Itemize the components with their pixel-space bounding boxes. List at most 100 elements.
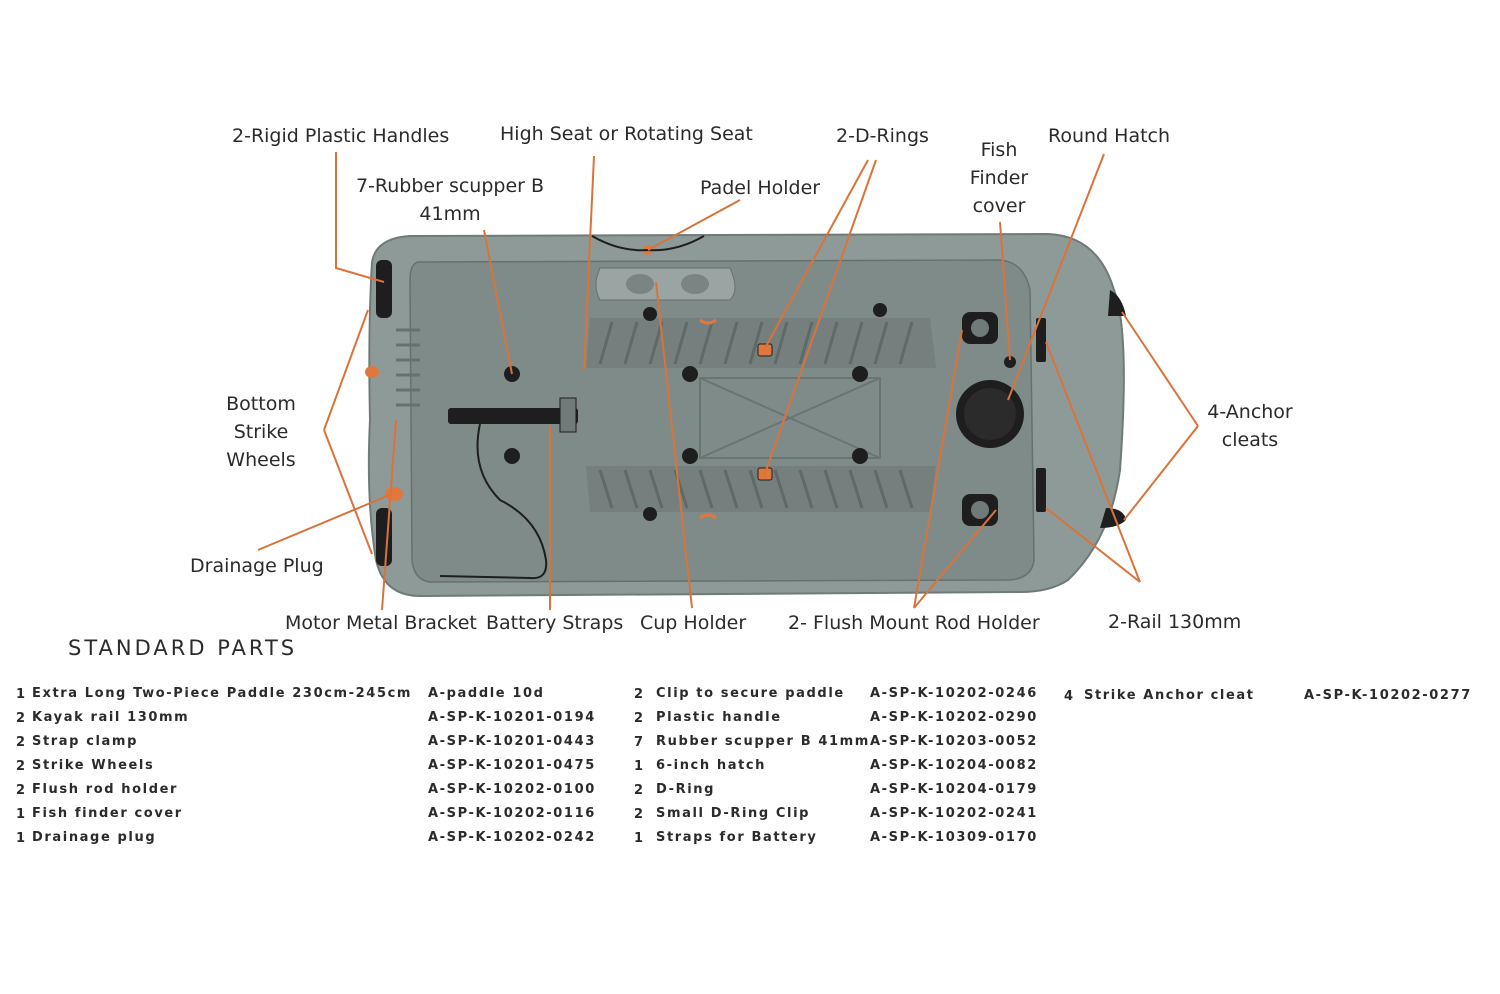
round-hatch-inner xyxy=(964,388,1016,440)
leader-rail-2 xyxy=(1045,507,1141,583)
part-qty: 7 xyxy=(634,735,645,750)
callout-hatch: Round Hatch xyxy=(1048,125,1171,147)
leader-cupholder xyxy=(655,281,693,609)
part-qty: 1 xyxy=(16,831,27,846)
upper-tread-lines xyxy=(598,321,914,365)
leader-dring-1 xyxy=(763,159,869,351)
part-row: 2 Strap clamp A-SP-K-10201-0443 xyxy=(16,730,616,754)
part-name: Flush rod holder xyxy=(32,782,179,797)
leader-rod-1 xyxy=(913,329,963,609)
part-name: Extra Long Two-Piece Paddle 230cm-245cm xyxy=(32,686,413,701)
seat-cup-left xyxy=(626,274,654,294)
leader-hatch xyxy=(1007,153,1105,401)
stern-plug xyxy=(365,366,379,378)
part-qty: 2 xyxy=(634,807,645,822)
part-name: Strap clamp xyxy=(32,734,138,749)
part-code: A-SP-K-10201-0475 xyxy=(428,758,596,773)
part-qty: 2 xyxy=(16,759,27,774)
callout-drings: 2-D-Rings xyxy=(836,125,929,147)
part-qty: 2 xyxy=(16,711,27,726)
leader-bracket xyxy=(381,419,397,611)
standard-parts-title: STANDARD PARTS xyxy=(68,636,298,660)
handle-top xyxy=(376,260,392,318)
part-name: Drainage plug xyxy=(32,830,157,845)
part-qty: 2 xyxy=(16,735,27,750)
part-row: 2 Clip to secure paddle A-SP-K-10202-024… xyxy=(634,682,1054,706)
anchor-cleat-bottom xyxy=(1100,508,1126,528)
part-row: 2 Plastic handle A-SP-K-10202-0290 xyxy=(634,706,1054,730)
part-code: A-SP-K-10204-0082 xyxy=(870,758,1038,773)
stern-ribs xyxy=(396,328,420,407)
callout-bracket: Motor Metal Bracket xyxy=(285,612,477,634)
leader-rail-1 xyxy=(1045,341,1141,583)
seat-molding xyxy=(595,267,736,301)
rod-holder-bottom-hole xyxy=(971,501,989,519)
part-name: 6-inch hatch xyxy=(656,758,767,773)
part-qty: 2 xyxy=(16,783,27,798)
lower-tread-lines xyxy=(598,469,914,509)
part-name: D-Ring xyxy=(656,782,716,797)
motor-bracket-tab xyxy=(559,397,577,433)
part-row: 2 Kayak rail 130mm A-SP-K-10201-0194 xyxy=(16,706,616,730)
part-row: 2 Strike Wheels A-SP-K-10201-0475 xyxy=(16,754,616,778)
part-code: A-SP-K-10201-0443 xyxy=(428,734,596,749)
part-code: A-SP-K-10202-0246 xyxy=(870,686,1038,701)
part-name: Strike Wheels xyxy=(32,758,155,773)
fish-finder-cover xyxy=(1004,356,1016,368)
anchor-cleat-top xyxy=(1108,290,1126,316)
kayak-diagram: 2-Rigid Plastic Handles High Seat or Rot… xyxy=(190,123,1293,634)
part-name: Kayak rail 130mm xyxy=(32,710,190,725)
part-row: 1 Straps for Battery A-SP-K-10309-0170 xyxy=(634,826,1054,850)
part-code: A-SP-K-10203-0052 xyxy=(870,734,1038,749)
part-code: A-SP-K-10309-0170 xyxy=(870,830,1038,845)
part-row: 7 Rubber scupper B 41mm A-SP-K-10203-005… xyxy=(634,730,1054,754)
part-qty: 1 xyxy=(16,807,27,822)
part-code: A-SP-K-10202-0277 xyxy=(1304,688,1472,703)
part-row: 2 D-Ring A-SP-K-10204-0179 xyxy=(634,778,1054,802)
kayak-illustration xyxy=(257,152,1199,611)
leader-paddleholder xyxy=(647,199,741,251)
seat-cup-right xyxy=(681,274,709,294)
lower-tread xyxy=(586,466,936,512)
leader-drainage xyxy=(257,493,393,551)
part-name: Plastic handle xyxy=(656,710,782,725)
part-row: 1 Fish finder cover A-SP-K-10202-0116 xyxy=(16,802,616,826)
part-name: Strike Anchor cleat xyxy=(1084,688,1255,703)
battery-strap-cable xyxy=(439,423,548,580)
part-row: 4 Strike Anchor cleat A-SP-K-10202-0277 xyxy=(1064,684,1484,708)
leader-handles xyxy=(335,152,385,283)
leader-wheels-1 xyxy=(323,309,369,431)
part-code: A-SP-K-10204-0179 xyxy=(870,782,1038,797)
part-qty: 2 xyxy=(634,711,645,726)
part-qty: 1 xyxy=(634,759,645,774)
part-name: Straps for Battery xyxy=(656,830,818,845)
leader-seat xyxy=(583,155,595,371)
part-row: 2 Flush rod holder A-SP-K-10202-0100 xyxy=(16,778,616,802)
part-row: 1 Extra Long Two-Piece Paddle 230cm-245c… xyxy=(16,682,616,706)
part-row: 1 6-inch hatch A-SP-K-10204-0082 xyxy=(634,754,1054,778)
part-qty: 1 xyxy=(16,687,27,702)
motor-bracket xyxy=(448,408,578,424)
part-qty: 2 xyxy=(634,783,645,798)
part-code: A-SP-K-10201-0194 xyxy=(428,710,596,725)
part-code: A-SP-K-10202-0242 xyxy=(428,830,596,845)
part-name: Fish finder cover xyxy=(32,806,183,821)
part-name: Clip to secure paddle xyxy=(656,686,845,701)
part-qty: 2 xyxy=(634,687,645,702)
callout-rodholder: 2- Flush Mount Rod Holder xyxy=(788,612,1040,634)
scuppers xyxy=(504,303,887,521)
part-code: A-paddle 10d xyxy=(428,686,545,701)
leader-scupper xyxy=(483,229,513,375)
rail-top xyxy=(1036,318,1046,362)
part-row: 1 Drainage plug A-SP-K-10202-0242 xyxy=(16,826,616,850)
callout-paddleholder: Padel Holder xyxy=(700,177,821,199)
rail-bottom xyxy=(1036,468,1046,512)
paddle-clip-bottom xyxy=(699,513,717,520)
part-code: A-SP-K-10202-0290 xyxy=(870,710,1038,725)
leader-anchor-1 xyxy=(1121,311,1199,427)
callout-straps: Battery Straps xyxy=(486,612,624,634)
rod-holder-top-hole xyxy=(971,319,989,337)
